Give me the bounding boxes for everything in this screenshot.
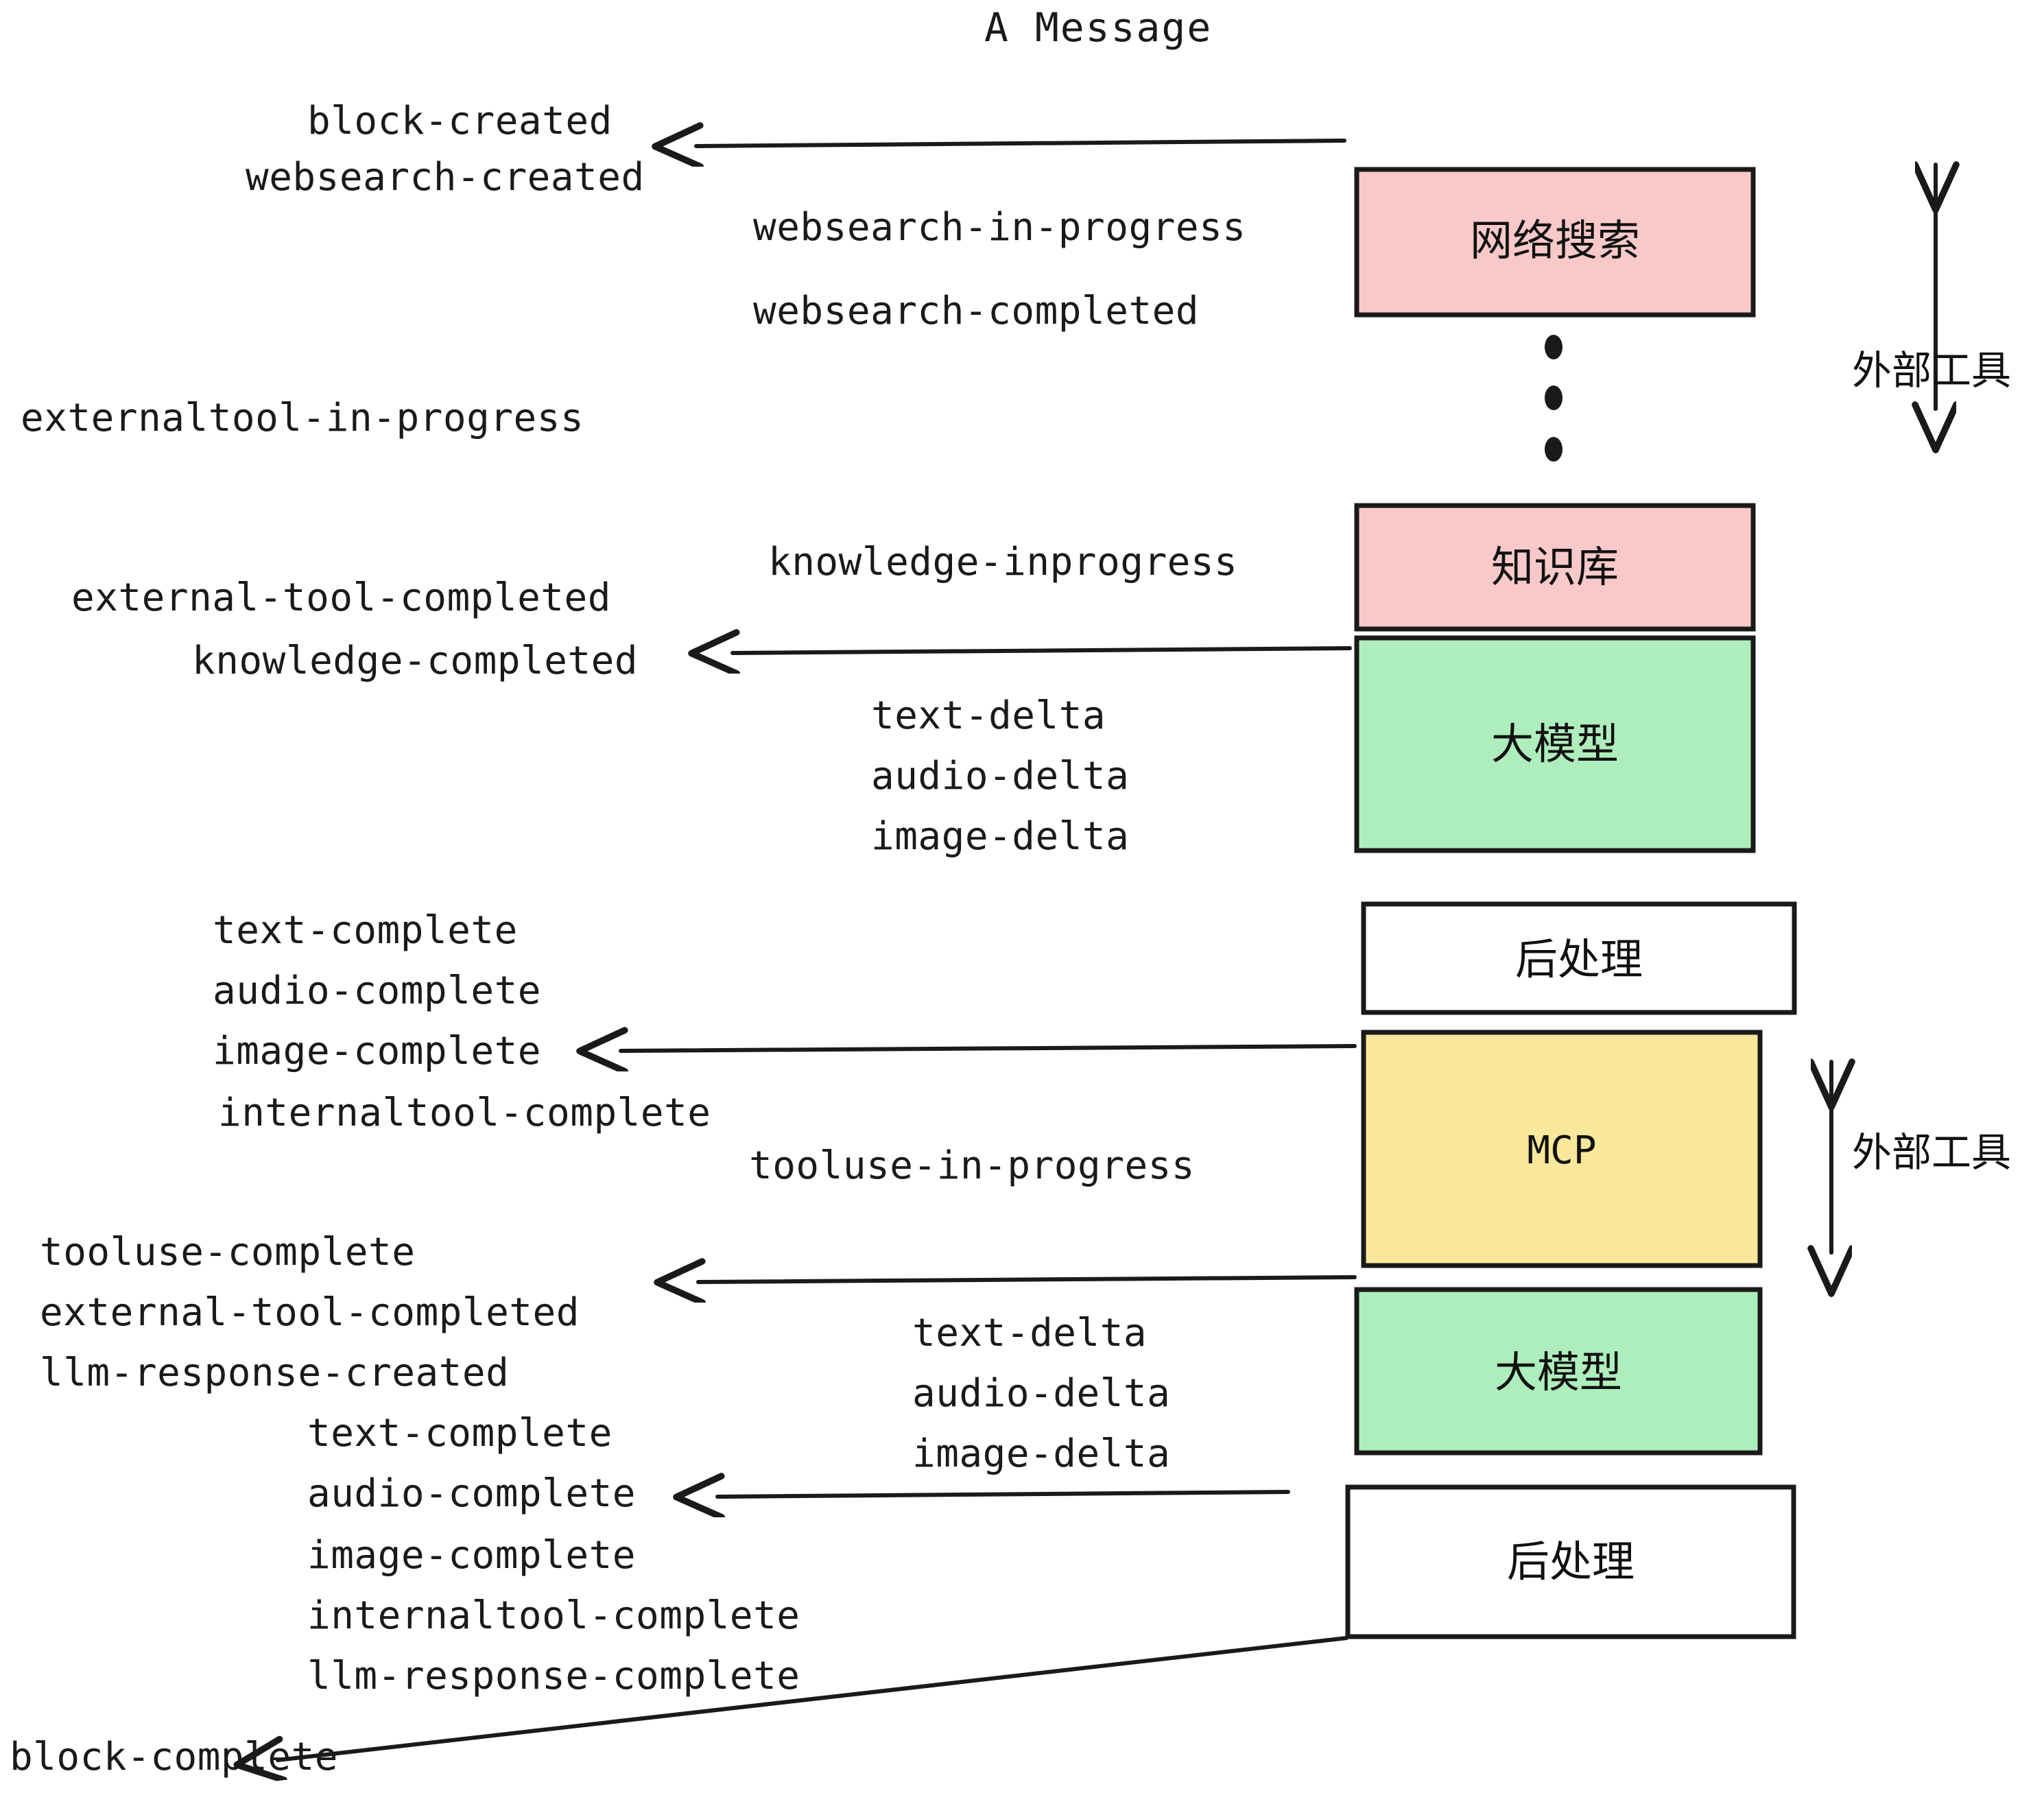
event-audio-delta-2: audio-delta — [912, 1371, 1170, 1416]
box-websearch[interactable]: 网络搜索 — [1354, 167, 1756, 318]
event-knowledge-inprogress: knowledge-inprogress — [768, 540, 1237, 584]
ellipsis-dot-3 — [1545, 437, 1562, 462]
event-block-created: block-created — [307, 99, 613, 143]
event-image-complete-1: image-complete — [213, 1029, 541, 1073]
box-mcp[interactable]: MCP — [1361, 1030, 1763, 1268]
event-external-tool-completed-2: external-tool-completed — [40, 1290, 580, 1335]
arrow-block-complete — [278, 1636, 1348, 1760]
box-llm-2[interactable]: 大模型 — [1354, 1287, 1763, 1456]
event-tooluse-complete: tooluse-complete — [40, 1230, 415, 1274]
box-websearch-rect — [1354, 167, 1756, 318]
side-label-external-tool-top: 外部工具 — [1852, 347, 2011, 394]
box-postprocess-1[interactable]: 后处理 — [1361, 901, 1797, 1015]
box-llm-2-rect — [1354, 1287, 1763, 1456]
event-internaltool-complete-1: internaltool-complete — [218, 1091, 711, 1135]
event-image-complete-2: image-complete — [307, 1533, 636, 1578]
event-websearch-completed: websearch-completed — [753, 289, 1199, 333]
box-knowledge-label: 知识库 — [1491, 542, 1619, 592]
event-externaltool-in-progress: externaltool-in-progress — [21, 396, 584, 440]
arrow-tooluse-complete — [698, 1277, 1357, 1282]
arrow-image-complete — [621, 1046, 1357, 1051]
ellipsis-dot-2 — [1545, 385, 1562, 410]
box-llm-1-rect — [1354, 635, 1756, 853]
event-audio-delta-1: audio-delta — [871, 754, 1129, 798]
event-tooluse-in-progress: tooluse-in-progress — [749, 1143, 1195, 1188]
event-knowledge-completed: knowledge-completed — [192, 639, 638, 683]
box-llm-1-label: 大模型 — [1491, 719, 1619, 769]
ellipsis-dot-1 — [1545, 335, 1562, 359]
box-postprocess-1-rect — [1361, 901, 1797, 1015]
event-websearch-created: websearch-created — [246, 155, 645, 200]
event-text-delta-2: text-delta — [912, 1311, 1147, 1355]
box-mcp-rect — [1361, 1030, 1763, 1268]
box-postprocess-2-rect — [1345, 1484, 1796, 1639]
box-websearch-label: 网络搜索 — [1470, 215, 1640, 265]
box-postprocess-2[interactable]: 后处理 — [1345, 1484, 1796, 1639]
box-llm-1[interactable]: 大模型 — [1354, 635, 1756, 853]
page-title: A Message — [984, 4, 1212, 51]
arrow-audio-complete — [717, 1492, 1290, 1497]
event-text-complete-1: text-complete — [213, 908, 518, 953]
box-llm-2-label: 大模型 — [1495, 1347, 1622, 1397]
box-postprocess-1-label: 后处理 — [1515, 934, 1643, 984]
box-knowledge-rect — [1354, 503, 1756, 632]
event-image-delta-2: image-delta — [912, 1432, 1170, 1476]
box-mcp-label: MCP — [1527, 1128, 1596, 1173]
event-llm-response-created: llm-response-created — [40, 1351, 509, 1395]
event-block-complete: block-complete — [10, 1735, 338, 1779]
event-external-tool-completed-1: external-tool-completed — [71, 575, 611, 620]
event-text-delta-1: text-delta — [871, 693, 1106, 738]
arrow-knowledge-completed — [733, 648, 1352, 653]
event-text-complete-2: text-complete — [307, 1411, 613, 1456]
event-image-delta-1: image-delta — [871, 814, 1129, 859]
box-knowledge[interactable]: 知识库 — [1354, 503, 1756, 632]
event-audio-complete-2: audio-complete — [307, 1471, 636, 1516]
event-internaltool-complete-2: internaltool-complete — [307, 1593, 800, 1638]
arrow-block-created — [696, 141, 1346, 146]
event-llm-response-complete: llm-response-complete — [307, 1654, 800, 1698]
event-websearch-in-progress: websearch-in-progress — [753, 205, 1246, 250]
side-label-external-tool-bottom: 外部工具 — [1852, 1129, 2011, 1176]
event-audio-complete-1: audio-complete — [213, 969, 541, 1013]
box-postprocess-2-label: 后处理 — [1507, 1536, 1635, 1587]
